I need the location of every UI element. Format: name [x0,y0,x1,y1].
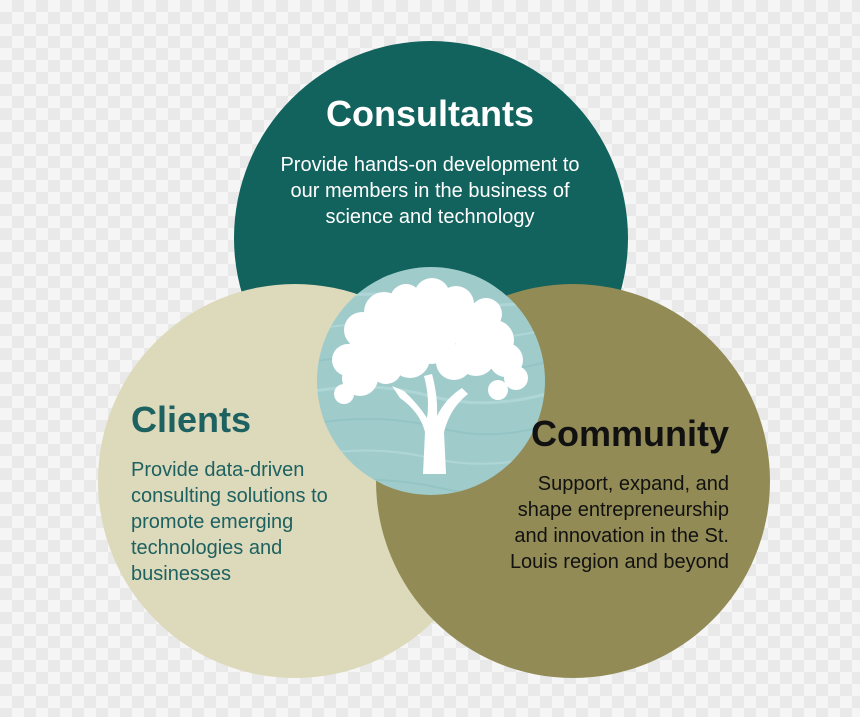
community-description: Support, expand, and shape entrepreneurs… [509,473,729,573]
clients-description: Provide data-driven consulting solutions… [131,459,328,585]
tree-icon [332,278,528,474]
consultants-description: Provide hands-on development to our memb… [280,154,580,228]
clients-title: Clients [131,399,252,440]
community-title: Community [531,413,729,454]
consultants-title: Consultants [325,93,534,134]
